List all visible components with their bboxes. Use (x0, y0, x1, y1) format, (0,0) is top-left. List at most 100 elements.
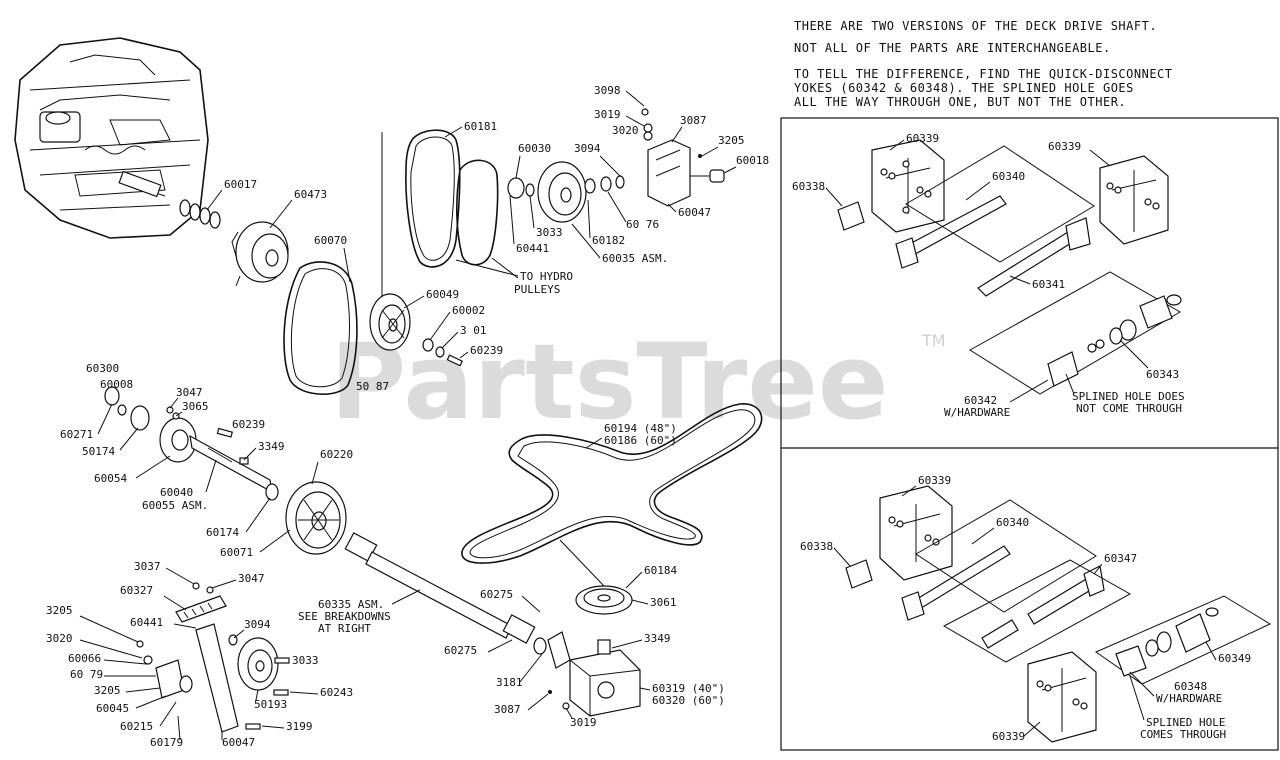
label-60049: 60049 (426, 288, 459, 301)
label-pulleys: PULLEYS (514, 283, 560, 296)
label-60054: 60054 (94, 472, 127, 485)
label-to-hydro: TO HYDRO (520, 270, 573, 283)
note-line-2: NOT ALL OF THE PARTS ARE INTERCHANGEABLE… (794, 41, 1111, 55)
label-60473: 60473 (294, 188, 327, 201)
label-3101: 3 01 (460, 324, 487, 337)
drive-shaft-60335 (344, 532, 547, 655)
label-60348b: W/HARDWARE (1156, 692, 1222, 705)
label-60002: 60002 (452, 304, 485, 317)
label-60181: 60181 (464, 120, 497, 133)
label-60348a: 60348 (1174, 680, 1207, 693)
label-60339b: 60339 (1048, 140, 1081, 153)
note-line-3: TO TELL THE DIFFERENCE, FIND THE QUICK-D… (794, 67, 1173, 81)
label-60018: 60018 (736, 154, 769, 167)
label-60239b: 60239 (232, 418, 265, 431)
label-60335c: AT RIGHT (318, 622, 371, 635)
belt-50187 (283, 261, 358, 395)
belt-60181 (405, 129, 461, 268)
label-60320: 60320 (60") (652, 694, 725, 707)
label-60338a: 60338 (792, 180, 825, 193)
label-60070: 60070 (314, 234, 347, 247)
belt-60194 (461, 403, 763, 564)
label-60300: 60300 (86, 362, 119, 375)
label-3087a: 3087 (680, 114, 707, 127)
label-3019b: 3019 (570, 716, 597, 729)
label-3065: 3065 (182, 400, 209, 413)
label-60340a: 60340 (992, 170, 1025, 183)
pulley-60049 (369, 293, 463, 367)
label-60215: 60215 (120, 720, 153, 733)
label-60040: 60040 (160, 486, 193, 499)
label-3205b: 3205 (46, 604, 73, 617)
pulley-60182 (507, 161, 625, 223)
label-60271: 60271 (60, 428, 93, 441)
label-60319: 60319 (40") (652, 682, 725, 695)
note-line-1: THERE ARE TWO VERSIONS OF THE DECK DRIVE… (794, 19, 1157, 33)
label-60339d: 60339 (992, 730, 1025, 743)
breakdown-top (837, 139, 1182, 395)
note-line-5: ALL THE WAY THROUGH ONE, BUT NOT THE OTH… (794, 95, 1126, 109)
label-60342a: 60342 (964, 394, 997, 407)
breakdown-bottom (845, 485, 1272, 743)
label-60035: 60035 ASM. (602, 252, 668, 265)
label-3061: 3061 (650, 596, 677, 609)
label-60066: 60066 (68, 652, 101, 665)
label-60182: 60182 (592, 234, 625, 247)
clutch-60473 (231, 221, 289, 287)
label-3349b: 3349 (644, 632, 671, 645)
label-3349a: 3349 (258, 440, 285, 453)
label-60338b: 60338 (800, 540, 833, 553)
label-60335b: SEE BREAKDOWNS (298, 610, 391, 623)
label-50174: 50174 (82, 445, 115, 458)
label-60030: 60030 (518, 142, 551, 155)
label-60343: 60343 (1146, 368, 1179, 381)
label-3033b: 3033 (292, 654, 319, 667)
label-60342b: W/HARDWARE (944, 406, 1010, 419)
label-60194: 60194 (48") (604, 422, 677, 435)
engine-illustration (14, 37, 209, 239)
label-60045: 60045 (96, 702, 129, 715)
label-60239a: 60239 (470, 344, 503, 357)
label-3205a: 3205 (718, 134, 745, 147)
label-3020b: 3020 (46, 632, 73, 645)
label-3094a: 3094 (574, 142, 601, 155)
label-60008: 60008 (100, 378, 133, 391)
label-50187: 50 87 (356, 380, 389, 393)
note-line-4: YOKES (60342 & 60348). THE SPLINED HOLE … (794, 81, 1134, 95)
label-60174: 60174 (206, 526, 239, 539)
watermark-tm: TM (921, 331, 946, 350)
label-60179: 60179 (150, 736, 183, 749)
label-60275b: 60275 (444, 644, 477, 657)
label-60339c: 60339 (918, 474, 951, 487)
label-3094b: 3094 (244, 618, 271, 631)
shaft-assembly-60055 (104, 386, 279, 501)
label-3205c: 3205 (94, 684, 121, 697)
label-6076: 60 76 (626, 218, 659, 231)
label-3098: 3098 (594, 84, 621, 97)
label-60341: 60341 (1032, 278, 1065, 291)
label-60335a: 60335 ASM. (318, 598, 384, 611)
label-60349: 60349 (1218, 652, 1251, 665)
label-3020a: 3020 (612, 124, 639, 137)
label-60071: 60071 (220, 546, 253, 559)
pulley-60184 (575, 585, 633, 615)
washer-stack-60017 (179, 199, 221, 229)
label-60275a: 60275 (480, 588, 513, 601)
label-60184: 60184 (644, 564, 677, 577)
label-60055: 60055 ASM. (142, 499, 208, 512)
label-3199: 3199 (286, 720, 313, 733)
label-60340b: 60340 (996, 516, 1029, 529)
label-60186: 60186 (60") (604, 434, 677, 447)
breakdown-panel (780, 117, 1279, 751)
idler-assembly (136, 582, 290, 733)
label-60347: 60347 (1104, 552, 1137, 565)
label-spl2b: COMES THROUGH (1140, 728, 1226, 741)
label-spl1a: SPLINED HOLE DOES (1072, 390, 1185, 403)
bracket-60047-top (641, 108, 725, 207)
label-3019a: 3019 (594, 108, 621, 121)
label-60339a: 60339 (906, 132, 939, 145)
label-3087b: 3087 (494, 703, 521, 716)
label-60441b: 60441 (130, 616, 163, 629)
label-50193: 50193 (254, 698, 287, 711)
